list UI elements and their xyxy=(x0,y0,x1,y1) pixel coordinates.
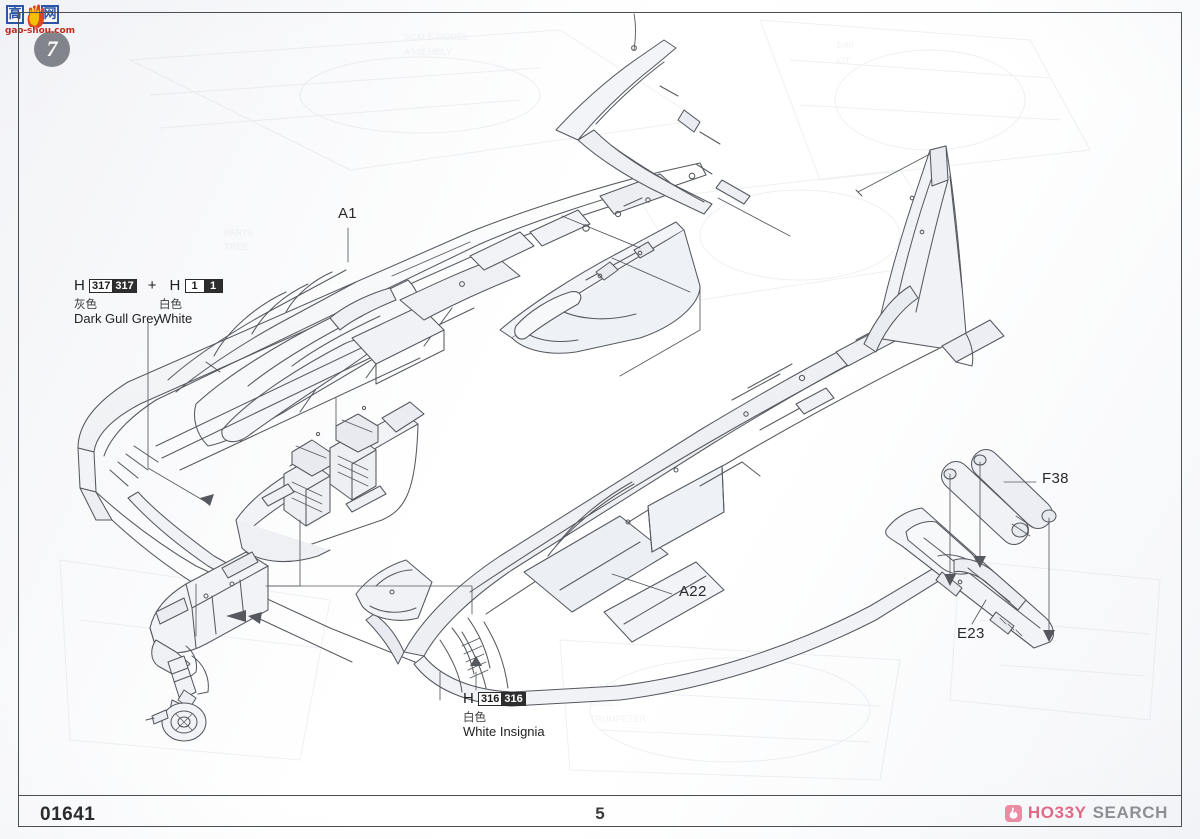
paint-brand-prefix-3: H xyxy=(463,690,475,707)
svg-text:TRUMPETER: TRUMPETER xyxy=(590,714,647,724)
svg-text:PARTS: PARTS xyxy=(224,228,253,238)
paint-code-light-3: 316 xyxy=(479,692,502,705)
page-footer: 01641 5 HO33Y SEARCH xyxy=(18,795,1182,839)
paint-code-light: 317 xyxy=(90,279,113,292)
svg-text:KIT: KIT xyxy=(836,56,851,66)
paint-chip-1: 1 1 xyxy=(184,278,223,293)
paint-mix-operator: + xyxy=(147,277,157,294)
svg-text:ASSEMBLY: ASSEMBLY xyxy=(404,47,452,57)
paint-name-en: Dark Gull Grey xyxy=(74,311,160,326)
watermark-url: gao-shou.com xyxy=(5,26,75,36)
footer-divider xyxy=(18,795,1182,796)
paint-chip-316: 316 316 xyxy=(478,691,526,706)
paint-color-316: H 316 316 xyxy=(463,691,526,706)
watermark-char-left: 高 xyxy=(6,5,24,24)
paint-chip-317: 317 317 xyxy=(89,278,137,293)
part-label-f38: F38 xyxy=(1042,470,1069,487)
hobby-search-watermark: HO33Y SEARCH xyxy=(1004,803,1168,823)
part-label-a22: A22 xyxy=(679,583,707,600)
paint-name-cjk: 灰色 xyxy=(74,297,97,311)
svg-text:1/48: 1/48 xyxy=(836,40,854,50)
watermark-circle-number: 7 xyxy=(34,31,70,67)
paint-name-cjk-2: 白色 xyxy=(159,297,182,311)
paint-color-317: H 317 317 xyxy=(74,278,137,293)
part-label-a1: A1 xyxy=(338,205,357,222)
paint-brand-prefix-2: H xyxy=(169,277,181,294)
svg-text:TREE: TREE xyxy=(224,242,248,252)
svg-text:SHEET: SHEET xyxy=(590,698,621,708)
paint-color-1: H 1 1 xyxy=(170,278,223,293)
paint-name-en-2: White xyxy=(159,311,193,326)
kit-number: 01641 xyxy=(40,804,96,825)
paint-code-dark: 317 xyxy=(112,279,136,292)
paint-brand-prefix: H xyxy=(74,277,86,294)
paint-callout-insignia: H 316 316 白色 White Insignia xyxy=(463,690,545,740)
paint-callout-fuselage: H 317 317 + H 1 1 灰色 Dark Gull Grey xyxy=(74,277,223,327)
paint-name-group-316: 白色 White Insignia xyxy=(463,710,545,740)
svg-text:SCALE MODEL: SCALE MODEL xyxy=(404,32,468,42)
paint-code-dark-2: 1 xyxy=(203,279,222,292)
watermark-character-boxes: 高 网 xyxy=(6,5,59,24)
hobby-search-brand-secondary: SEARCH xyxy=(1092,803,1168,822)
paint-code-dark-3: 316 xyxy=(501,692,525,705)
pointing-hand-icon xyxy=(27,4,44,28)
part-label-e23: E23 xyxy=(957,625,985,642)
gaoshou-watermark: 7 高 网 gao-shou.com xyxy=(4,3,84,71)
paint-name-en-3: White Insignia xyxy=(463,724,545,739)
paint-name-group-1: 白色 White xyxy=(159,297,192,327)
paint-code-light-2: 1 xyxy=(185,279,204,292)
hobby-search-brand-primary: HO33Y xyxy=(1027,803,1087,822)
paint-name-group-317: 灰色 Dark Gull Grey xyxy=(74,297,160,327)
paint-name-cjk-3: 白色 xyxy=(463,710,486,724)
page-number: 5 xyxy=(595,804,605,823)
flame-icon xyxy=(1004,804,1022,822)
